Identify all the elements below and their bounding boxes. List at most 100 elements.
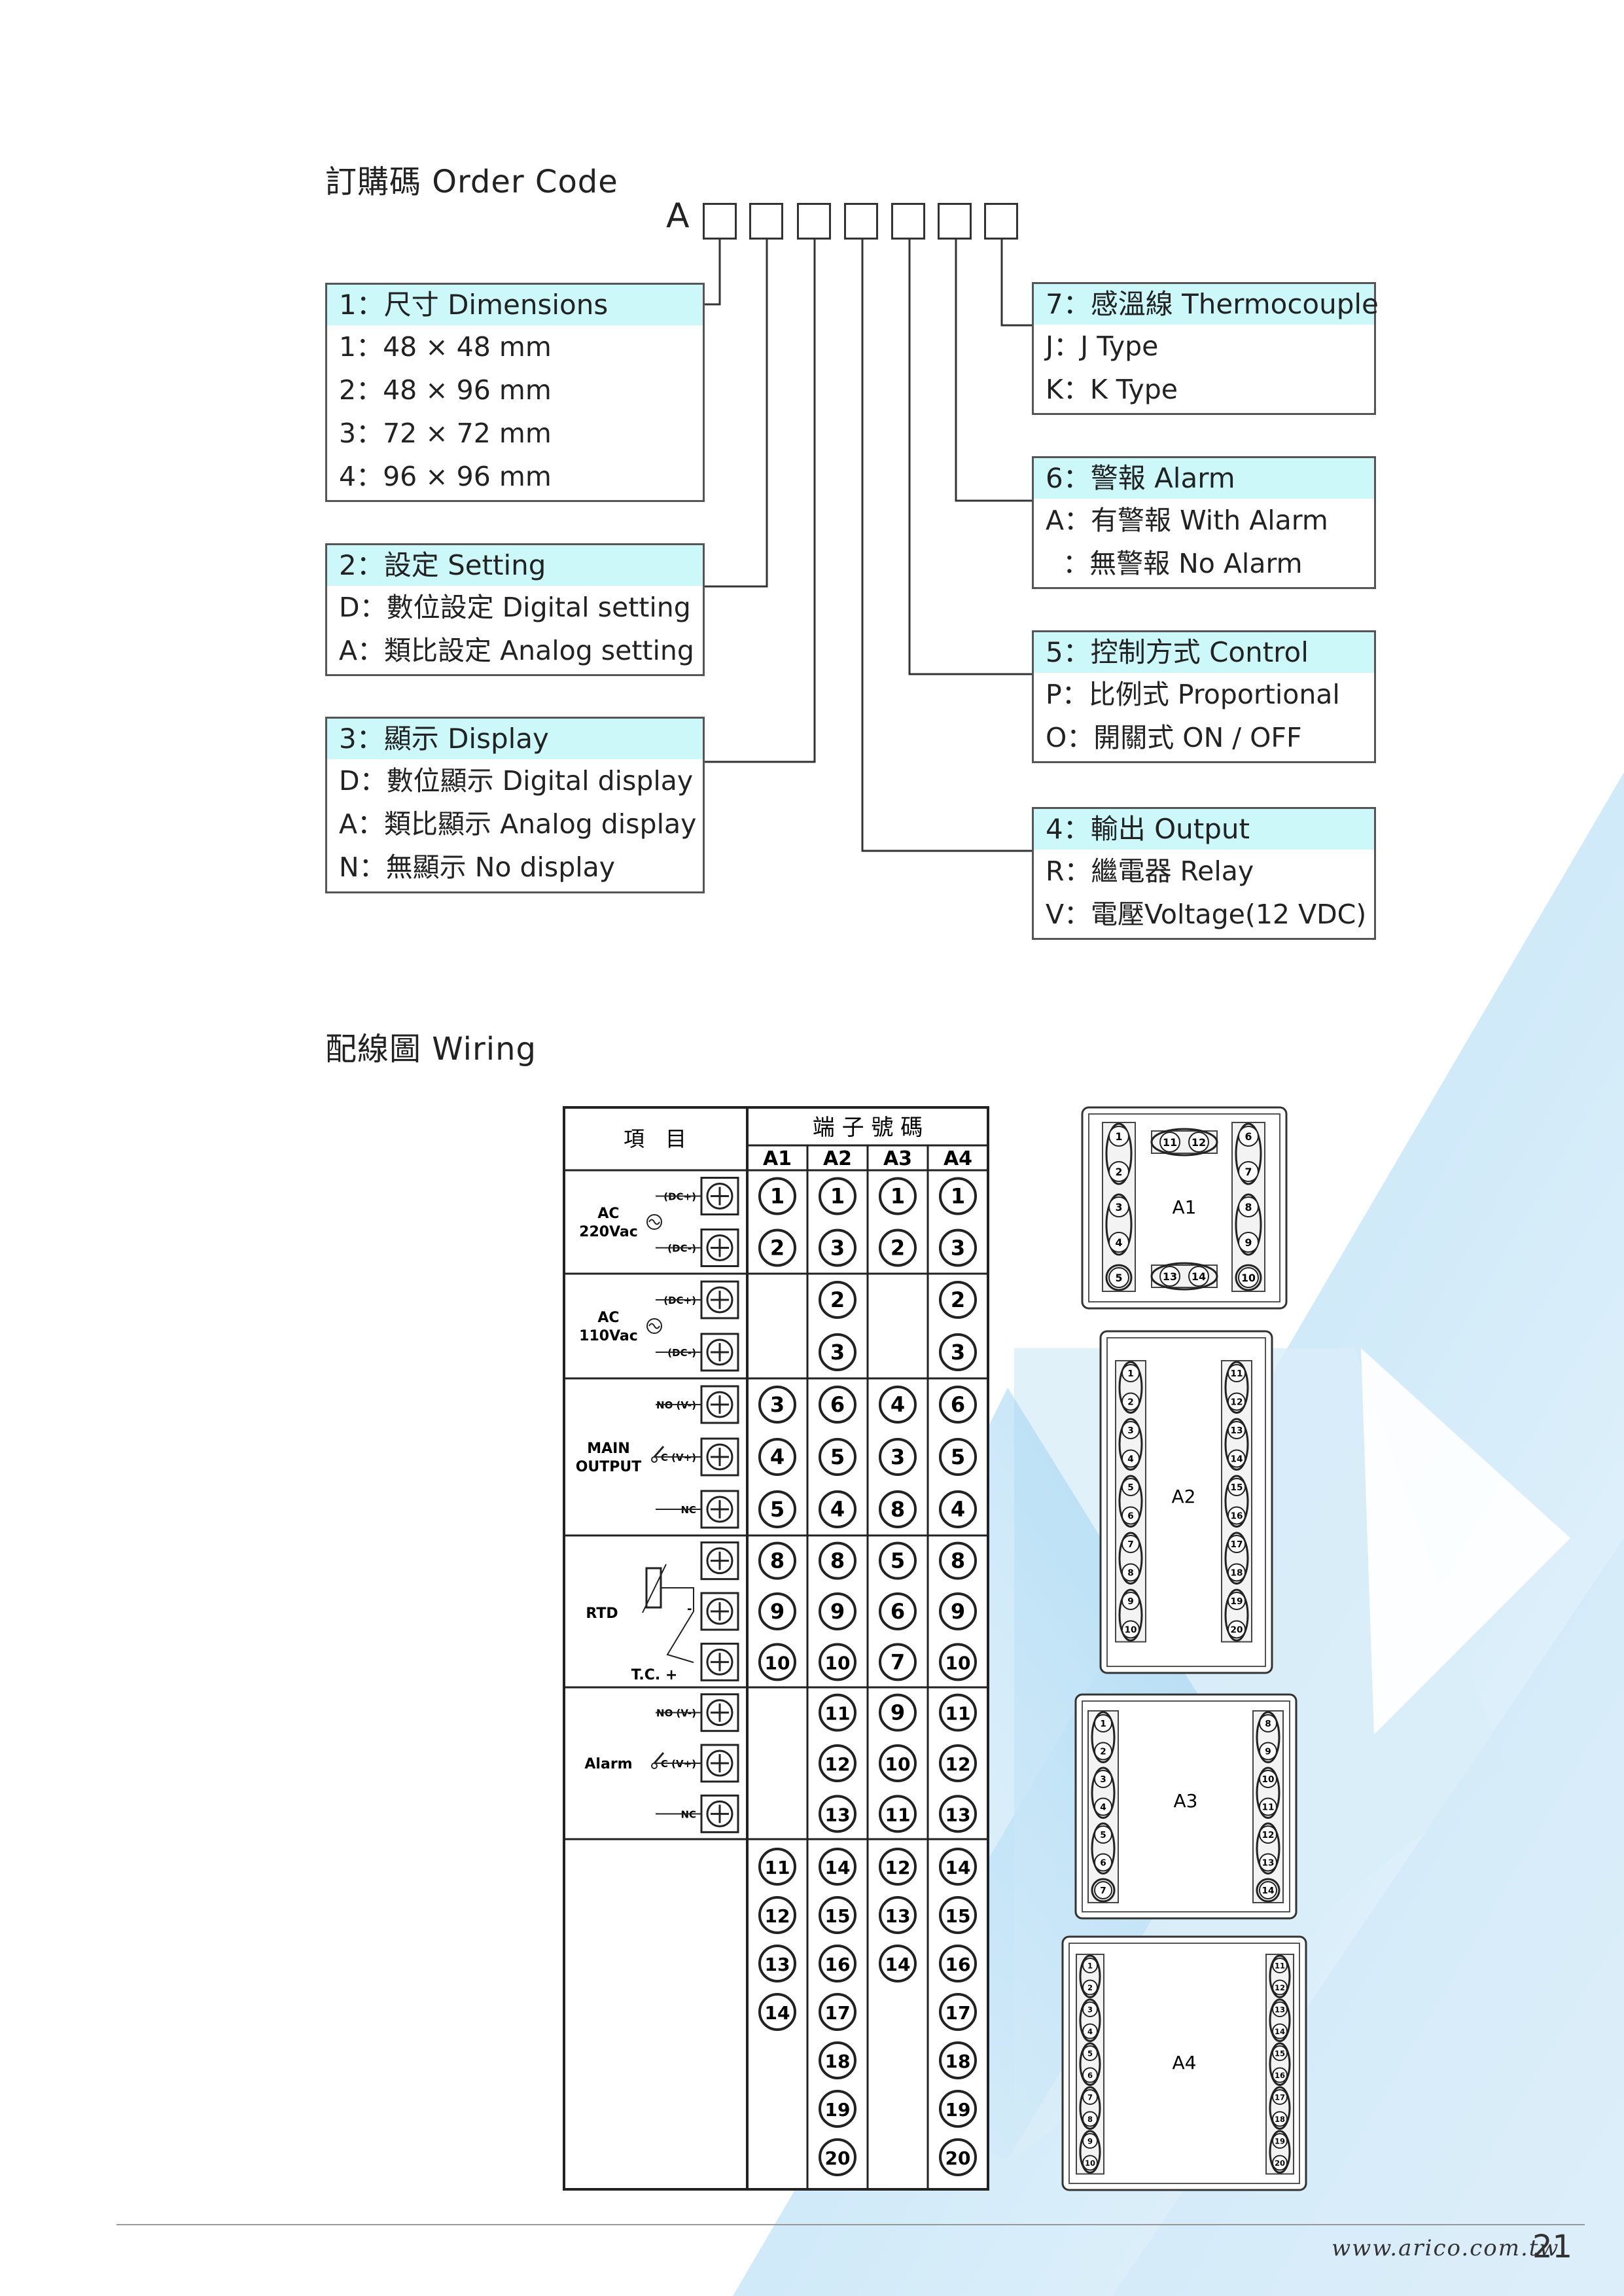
terminal-number-label: 2 — [891, 1236, 905, 1261]
diagram-terminal — [1159, 1266, 1180, 1287]
diagram-inner-frame — [1088, 1113, 1280, 1302]
terminal-number-label: 13 — [765, 1954, 790, 1975]
terminal-number — [819, 2041, 856, 2079]
terminal-number-label: 1 — [830, 1184, 845, 1209]
diagram-terminal — [1094, 1825, 1112, 1844]
terminal-number — [939, 1643, 977, 1681]
terminal-number-label: 9 — [951, 1599, 965, 1624]
option-line: 2：48 × 96 mm — [339, 374, 552, 406]
diagram-terminal-label: 10 — [1085, 2159, 1095, 2168]
diagram-terminal-label: 18 — [1275, 2115, 1285, 2124]
diagram-terminal — [1272, 1958, 1288, 1973]
terminal-number — [758, 1848, 796, 1886]
diagram-terminal — [1227, 1535, 1246, 1553]
diagram-outer-frame — [1074, 1693, 1297, 1920]
terminal-number-label: 14 — [885, 1954, 911, 1975]
terminal-number — [879, 1490, 917, 1528]
a2-left-clamp — [1118, 1361, 1143, 1414]
diagram-terminal-label: 12 — [1192, 1136, 1206, 1149]
code-slot-4 — [844, 203, 878, 240]
diagram-terminal-label: 4 — [1116, 1236, 1123, 1249]
diagram-terminal-label: 9 — [1087, 2136, 1093, 2145]
diagram-terminal-label: 2 — [1100, 1747, 1106, 1757]
terminal-number — [879, 1592, 917, 1630]
terminal-number — [758, 1993, 796, 2031]
terminal-number — [819, 1945, 856, 1982]
diagram-terminal-label: 6 — [1127, 1511, 1134, 1522]
diagram-terminal — [1259, 1825, 1277, 1844]
diagram-terminal-label: 15 — [1275, 2049, 1285, 2058]
diagram-terminal-label: 18 — [1231, 1568, 1243, 1579]
option-header: 2：設定 Setting — [327, 545, 703, 586]
terminal-number — [819, 1438, 856, 1476]
row-label: Alarm — [584, 1756, 632, 1772]
terminal-number-label: 13 — [825, 1804, 851, 1825]
diagram-terminal — [1272, 2001, 1288, 2017]
terminal-number — [879, 1795, 917, 1833]
switch-icon — [653, 1752, 665, 1764]
pin-label: NC — [680, 1808, 696, 1820]
diagram-terminal-label: 2 — [1087, 1983, 1093, 1992]
diagram-terminal — [1108, 1196, 1129, 1217]
terminal-number-label: 3 — [770, 1392, 785, 1417]
diagram-terminal — [1121, 1506, 1140, 1525]
a4-right-clamp — [1269, 2086, 1291, 2130]
terminal-number — [819, 1795, 856, 1833]
a1-left-clamp — [1105, 1122, 1133, 1185]
a2-right-clamp — [1224, 1588, 1249, 1641]
code-slot-3 — [797, 203, 831, 240]
footer-url: www.arico.com.tw — [1332, 2235, 1560, 2261]
model-header: A1 — [763, 1147, 792, 1170]
option-line: D：數位顯示 Digital display — [339, 765, 694, 797]
diagram-terminal — [1238, 1126, 1259, 1147]
diagram-terminal — [1121, 1478, 1140, 1496]
terminal-number — [939, 1744, 977, 1782]
diagram-terminal-label: 10 — [1262, 1774, 1275, 1785]
terminal-number-label: 5 — [830, 1444, 845, 1469]
a2-left-clamp — [1118, 1418, 1143, 1471]
diagram-terminal — [1227, 1478, 1246, 1496]
terminal-number-label: 8 — [830, 1549, 845, 1573]
option-box-dimensions: 1：尺寸 Dimensions 1：48 × 48 mm 2：48 × 96 m… — [325, 283, 705, 502]
option-line: J：J Type — [1046, 331, 1159, 362]
terminal-number — [819, 1490, 856, 1528]
terminal-number — [819, 1281, 856, 1319]
order-code-connectors — [705, 240, 1032, 852]
diagram-terminal-label: 3 — [1087, 2005, 1093, 2014]
a1-left-clamp — [1105, 1193, 1133, 1256]
terminal-number — [758, 1386, 796, 1424]
model-header: A2 — [823, 1147, 852, 1170]
diagram-terminal-label: 12 — [1262, 1830, 1275, 1840]
terminal-number-label: 5 — [891, 1549, 905, 1573]
terminal-number-label: 9 — [830, 1599, 845, 1624]
diagram-inner-frame — [1068, 1943, 1300, 2184]
diagram-terminal — [1094, 1770, 1112, 1788]
option-line: 1：48 × 48 mm — [339, 331, 552, 363]
diagram-terminal-label: 7 — [1245, 1166, 1252, 1178]
terminal-number — [939, 1541, 977, 1580]
terminal-number-label: 11 — [825, 1703, 851, 1725]
terminal-number — [939, 1945, 977, 1982]
terminal-number — [879, 1744, 917, 1782]
terminal-number — [819, 1993, 856, 2031]
terminal-number-label: 10 — [945, 1652, 971, 1674]
option-line: R：繼電器 Relay — [1046, 855, 1254, 887]
code-slot-1 — [703, 203, 737, 240]
terminal-number — [819, 2138, 856, 2176]
diagram-terminal-label: 14 — [1262, 1886, 1275, 1896]
page-number: 21 — [1532, 2229, 1573, 2265]
terminal-number — [879, 1848, 917, 1886]
switch-contact-icon — [651, 1456, 658, 1463]
terminal-header: 端 子 號 碼 — [813, 1115, 923, 1141]
terminal-number — [879, 1386, 917, 1424]
diagram-terminal-label: 20 — [1275, 2159, 1285, 2168]
diagram-terminal-label: 1 — [1100, 1719, 1106, 1729]
diagram-terminal-label: 13 — [1231, 1426, 1243, 1436]
option-line: A：類比設定 Analog setting — [339, 635, 694, 666]
terminal-number — [819, 1229, 856, 1267]
diagram-terminal — [1082, 1979, 1098, 1996]
diagram-terminal — [1227, 1392, 1246, 1411]
